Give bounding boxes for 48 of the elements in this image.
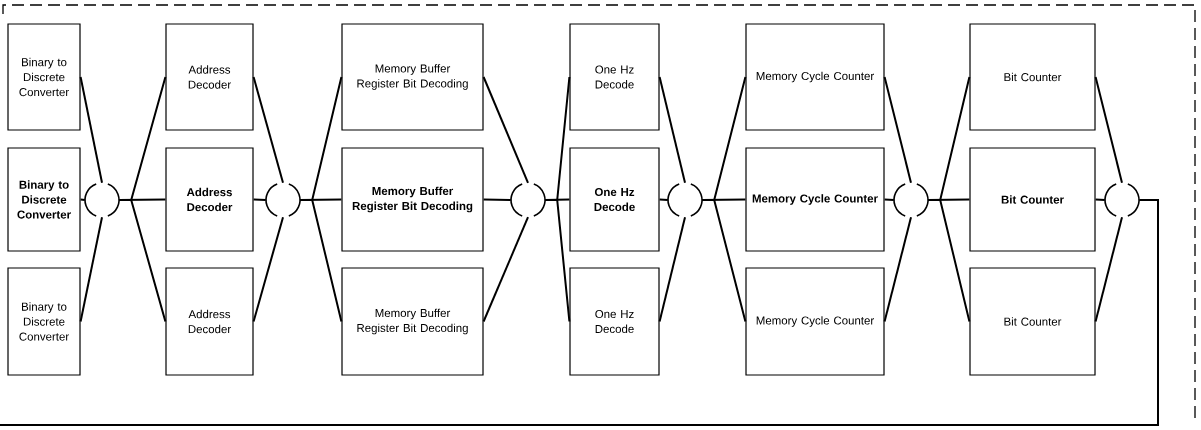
connector-line (252, 76, 284, 184)
connector-line (482, 198, 512, 201)
connector-line (1094, 198, 1106, 201)
connector-line (252, 216, 284, 323)
connector-line (658, 76, 686, 184)
connector-line (482, 216, 529, 323)
voter-circle (893, 183, 929, 217)
connector-line (482, 76, 529, 184)
connector-line (927, 199, 971, 323)
module-box: Bit Counter (969, 147, 1096, 252)
module-box: Bit Counter (969, 267, 1096, 376)
voter-circle (1104, 183, 1140, 217)
connector-line (883, 216, 912, 323)
module-box: Memory Cycle Counter (745, 147, 885, 252)
connector-line (79, 76, 103, 184)
module-box: Address Decoder (165, 267, 254, 376)
connector-line (1094, 216, 1123, 323)
voter-circle (84, 183, 120, 217)
module-box: Address Decoder (165, 147, 254, 252)
module-box: One Hz Decode (569, 23, 660, 131)
voter-circle (667, 183, 703, 217)
module-box: Bit Counter (969, 23, 1096, 131)
voter-circle (510, 183, 546, 217)
connector-line (79, 198, 86, 201)
module-box: Binary to Discrete Converter (7, 267, 81, 376)
connector-line (118, 199, 167, 323)
connector-line (658, 216, 686, 323)
module-box: Address Decoder (165, 23, 254, 131)
module-box: Memory Cycle Counter (745, 267, 885, 376)
connector-line (299, 199, 343, 323)
connector-line (658, 198, 669, 201)
module-box: Memory Buffer Register Bit Decoding (341, 23, 484, 131)
module-box: Memory Buffer Register Bit Decoding (341, 267, 484, 376)
connector-line (883, 198, 895, 201)
connector-line (701, 199, 747, 323)
module-box: One Hz Decode (569, 267, 660, 376)
connector-line (883, 76, 912, 184)
module-box: Memory Cycle Counter (745, 23, 885, 131)
feedback-line (0, 199, 1159, 426)
module-box: Memory Buffer Register Bit Decoding (341, 147, 484, 252)
module-box: One Hz Decode (569, 147, 660, 252)
connector-line (252, 198, 267, 201)
module-box: Binary to Discrete Converter (7, 23, 81, 131)
connector-line (79, 216, 103, 323)
module-box: Binary to Discrete Converter (7, 147, 81, 252)
voter-circle (265, 183, 301, 217)
connector-line (544, 199, 571, 323)
connector-line (1094, 76, 1123, 184)
